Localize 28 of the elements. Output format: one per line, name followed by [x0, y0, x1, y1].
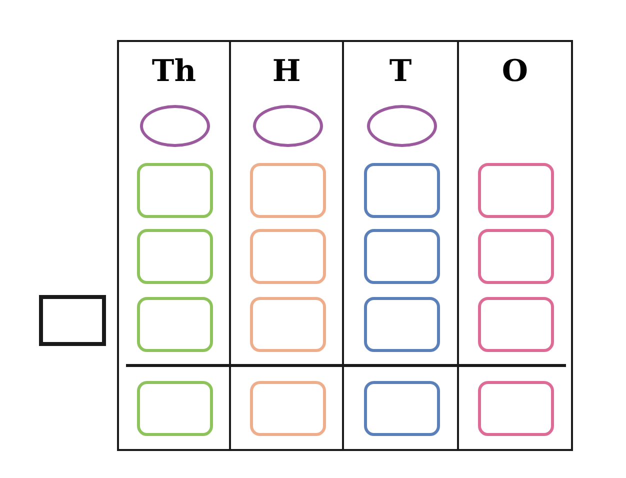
digit-box — [478, 381, 554, 436]
column-heading: T — [388, 57, 413, 87]
carry-oval — [366, 105, 436, 147]
digit-box — [478, 163, 554, 218]
digit-box — [137, 229, 213, 284]
column-heading: Th — [150, 57, 198, 87]
digit-box — [137, 163, 213, 218]
place-value-column — [342, 40, 459, 451]
digit-box — [478, 229, 554, 284]
digit-box — [250, 163, 326, 218]
digit-box — [250, 229, 326, 284]
place-value-column — [117, 40, 231, 451]
digit-box — [478, 297, 554, 352]
digit-box — [137, 297, 213, 352]
digit-box — [250, 297, 326, 352]
operator-box — [39, 295, 106, 346]
column-heading: H — [271, 57, 302, 87]
carry-oval — [252, 105, 322, 147]
digit-box — [250, 381, 326, 436]
column-heading: O — [500, 57, 530, 87]
place-value-column — [457, 40, 573, 451]
place-value-column — [229, 40, 344, 451]
digit-box — [364, 229, 440, 284]
digit-box — [137, 381, 213, 436]
digit-box — [364, 163, 440, 218]
digit-box — [364, 297, 440, 352]
carry-oval — [140, 105, 210, 147]
digit-box — [364, 381, 440, 436]
